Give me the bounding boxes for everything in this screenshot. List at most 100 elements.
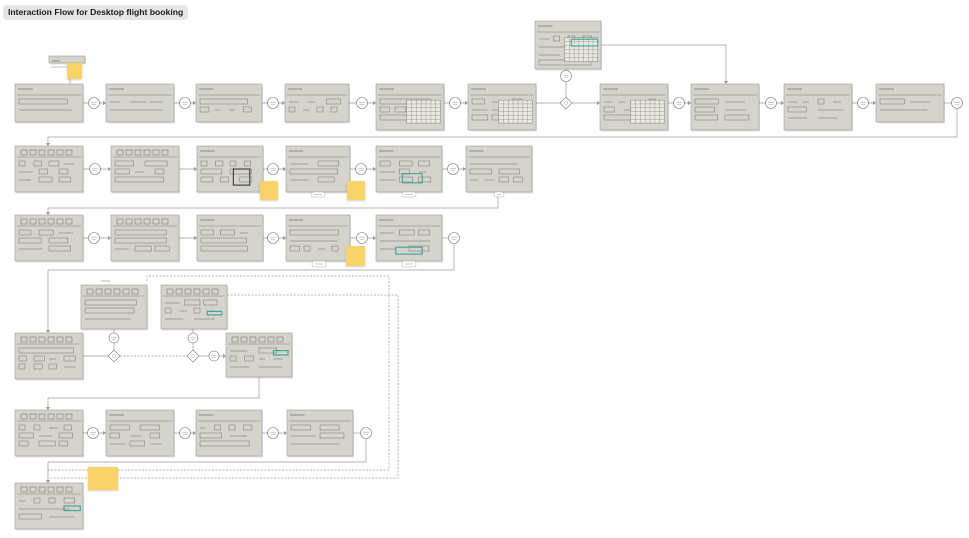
flow-node-layer — [87, 70, 963, 439]
flow-action-node[interactable] — [448, 232, 460, 244]
step-caption — [401, 260, 417, 268]
flow-action-node[interactable] — [267, 163, 279, 175]
sketch-card[interactable] — [534, 20, 602, 71]
sketch-card[interactable] — [14, 332, 84, 381]
sketch-card[interactable] — [225, 332, 293, 379]
flow-action-node[interactable] — [267, 97, 279, 109]
sketch-card[interactable] — [195, 409, 263, 458]
arrow-head — [108, 166, 111, 172]
sketch-card[interactable] — [160, 284, 228, 331]
arrow-head — [108, 235, 111, 241]
sketch-card[interactable] — [110, 145, 180, 194]
arrow-head — [194, 166, 197, 172]
flow-action-node[interactable] — [88, 97, 100, 109]
sketch-card[interactable] — [105, 409, 175, 458]
flow-action-node[interactable] — [267, 427, 279, 439]
step-caption — [311, 260, 327, 268]
arrow-head — [223, 353, 226, 359]
flow-action-node[interactable] — [179, 427, 191, 439]
arrow-head — [373, 235, 376, 241]
arrow-head — [873, 100, 876, 106]
step-caption — [401, 191, 417, 198]
arrow-head — [193, 430, 196, 436]
flow-action-node[interactable] — [356, 97, 368, 109]
sketch-card[interactable] — [599, 83, 669, 132]
arrow-head — [373, 100, 376, 106]
sketch-card[interactable] — [105, 83, 175, 124]
board-title: Interaction Flow for Desktop flight book… — [3, 5, 189, 20]
sketch-card[interactable] — [690, 83, 760, 132]
arrow-head — [103, 430, 106, 436]
arrow-head — [193, 100, 196, 106]
flow-action-node[interactable] — [108, 332, 120, 344]
connector-line — [48, 275, 390, 471]
sketch-card[interactable] — [783, 83, 853, 132]
sketch-card[interactable] — [14, 145, 84, 194]
connector-line — [47, 244, 455, 333]
flow-action-node[interactable] — [87, 427, 99, 439]
sketch-card[interactable] — [375, 214, 443, 263]
connector-line — [47, 439, 367, 483]
decision-diamond[interactable] — [559, 96, 573, 110]
flow-action-node[interactable] — [857, 97, 869, 109]
connector-line — [47, 294, 399, 483]
sketch-card[interactable] — [285, 214, 351, 263]
sticky-note[interactable] — [346, 246, 365, 266]
flow-action-node[interactable] — [208, 350, 220, 362]
decision-diamond[interactable] — [186, 349, 200, 363]
flow-action-node[interactable] — [88, 232, 100, 244]
sticky-note[interactable] — [88, 467, 118, 490]
sketch-card[interactable] — [465, 145, 533, 194]
flow-action-node[interactable] — [360, 427, 372, 439]
sketch-card[interactable] — [110, 214, 180, 263]
sketch-card[interactable] — [195, 83, 263, 124]
flow-action-node[interactable] — [765, 97, 777, 109]
decision-diamond[interactable] — [107, 349, 121, 363]
arrow-head — [284, 430, 287, 436]
flow-action-node[interactable] — [449, 97, 461, 109]
arrow-head — [194, 235, 197, 241]
sketch-card[interactable] — [467, 83, 537, 132]
sketch-card[interactable] — [196, 214, 264, 263]
sketch-card[interactable] — [14, 409, 84, 458]
arrow-head — [465, 100, 468, 106]
sketch-card[interactable] — [286, 409, 354, 458]
flow-action-node[interactable] — [447, 163, 459, 175]
sketch-card[interactable] — [375, 145, 443, 194]
arrow-head — [103, 100, 106, 106]
connector-line — [601, 44, 727, 84]
sketch-card[interactable] — [80, 284, 148, 331]
connector-line — [47, 109, 958, 146]
sticky-note[interactable] — [260, 181, 278, 200]
sketch-card[interactable] — [875, 83, 945, 124]
arrow-head — [45, 143, 51, 146]
flow-action-node[interactable] — [89, 163, 101, 175]
flow-action-node[interactable] — [179, 97, 191, 109]
connector-line — [47, 192, 499, 215]
flow-action-node[interactable] — [951, 97, 963, 109]
flow-action-node[interactable] — [356, 232, 368, 244]
step-caption — [493, 191, 505, 198]
flow-action-node[interactable] — [187, 332, 199, 344]
arrow-head — [688, 100, 691, 106]
sketch-card[interactable] — [196, 145, 264, 194]
sketch-card[interactable] — [14, 83, 84, 124]
sketch-card[interactable] — [375, 83, 445, 132]
arrow-head — [723, 81, 729, 84]
sketch-card[interactable] — [285, 145, 351, 194]
sketch-card-layer — [14, 20, 945, 531]
flow-action-node[interactable] — [560, 70, 572, 82]
sketch-card[interactable] — [14, 214, 84, 263]
sketch-card[interactable] — [14, 482, 84, 531]
sketch-card[interactable] — [284, 83, 350, 124]
sticky-note[interactable] — [347, 181, 365, 200]
flow-action-node[interactable] — [355, 163, 367, 175]
flow-action-node[interactable] — [267, 232, 279, 244]
arrow-head — [283, 235, 286, 241]
flow-action-node[interactable] — [673, 97, 685, 109]
sticky-note[interactable] — [67, 63, 82, 79]
arrow-head — [45, 407, 51, 410]
arrow-head — [781, 100, 784, 106]
arrow-head — [283, 166, 286, 172]
